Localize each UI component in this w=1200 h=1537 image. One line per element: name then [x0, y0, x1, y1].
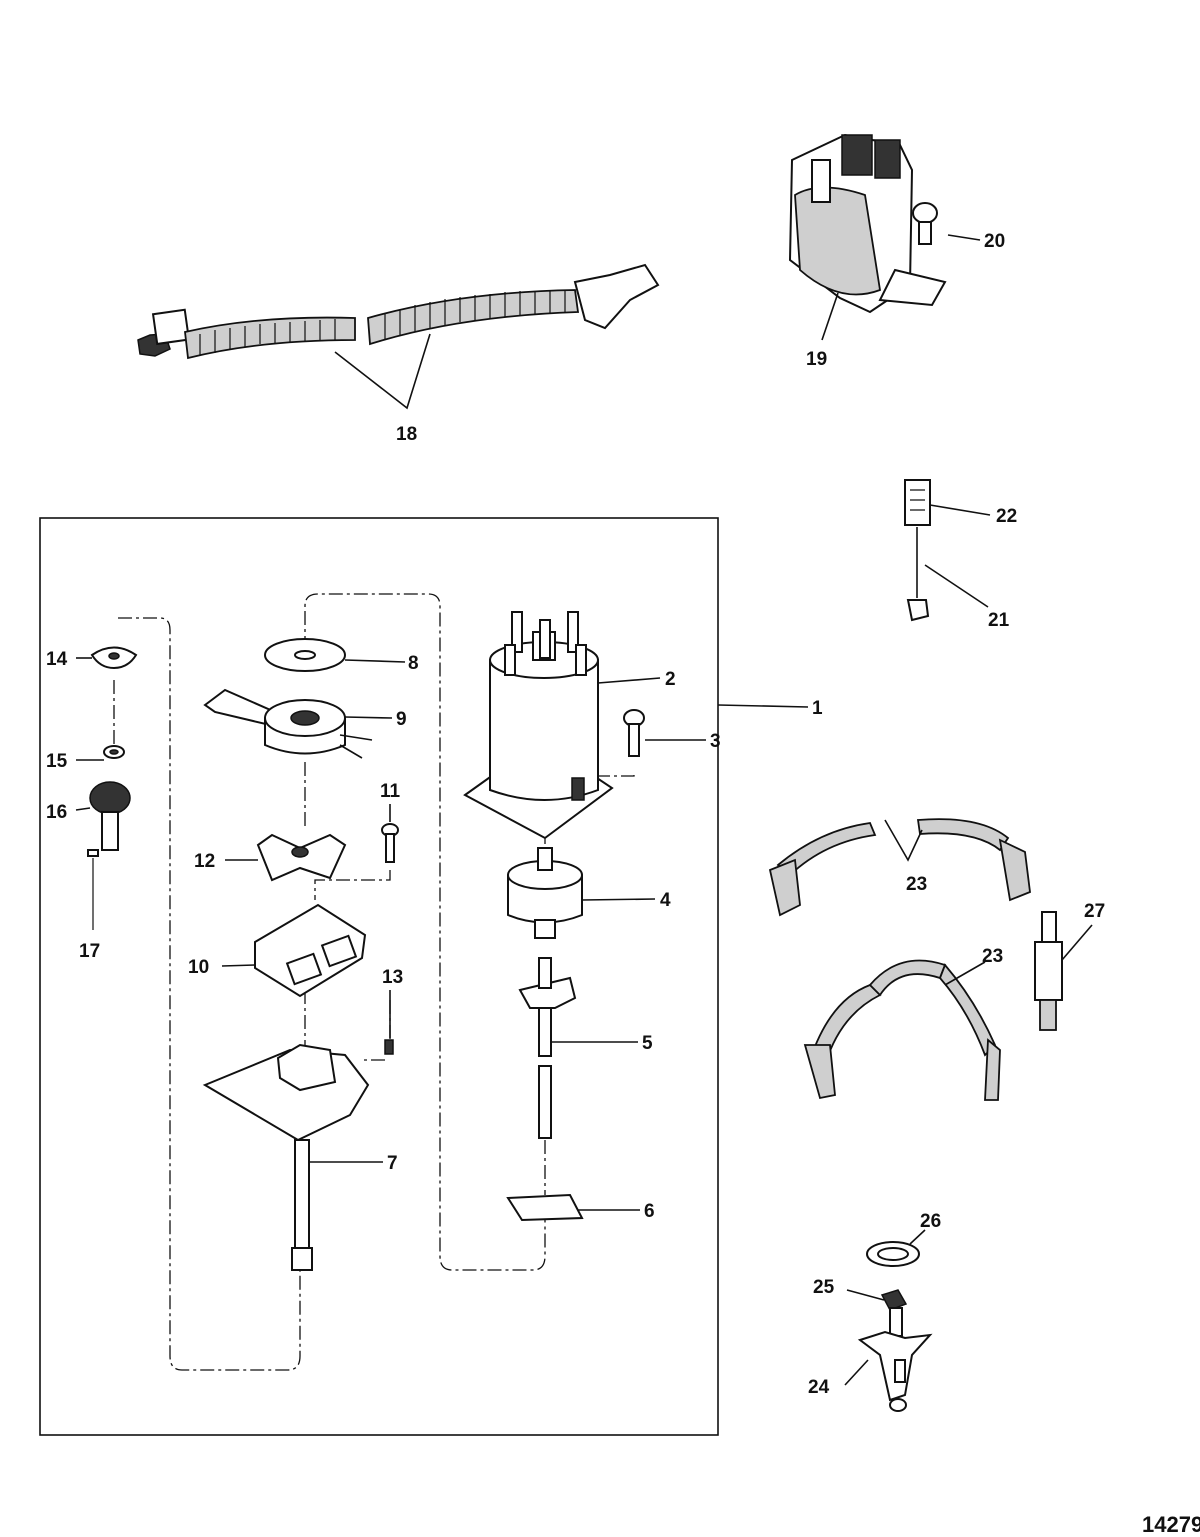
drive-gear-icon [89, 781, 131, 851]
hold-down-clamp-icon [857, 1330, 933, 1412]
dashed-chain-middle [304, 593, 546, 1271]
callout-13: 13 [382, 967, 403, 988]
callout-15: 15 [46, 751, 68, 772]
callout-19: 19 [806, 349, 827, 370]
callout-6: 6 [644, 1201, 655, 1222]
leader-24 [844, 1359, 869, 1386]
leader-23b [944, 961, 986, 986]
bolt-icon [880, 1289, 908, 1337]
ignition-module-icon [254, 903, 367, 998]
rotor-icon [507, 847, 583, 939]
callout-17: 17 [79, 941, 100, 962]
figure-number: 14279 [1142, 1512, 1200, 1537]
callout-27: 27 [1084, 901, 1105, 922]
leader-20 [947, 234, 981, 241]
callout-4: 4 [660, 890, 671, 911]
leader-16 [75, 807, 91, 811]
callout-11: 11 [380, 781, 401, 802]
ignition-coil-icon [788, 133, 947, 314]
leader-1 [717, 704, 809, 708]
leader-19 [821, 292, 839, 341]
axis-screw11 [314, 870, 391, 900]
leader-22 [929, 504, 991, 516]
assembly-1-box [39, 517, 719, 1436]
screw-icon [381, 823, 399, 863]
callout-20: 20 [984, 231, 1005, 252]
connector-icon [904, 479, 931, 526]
leader-8 [344, 659, 406, 663]
callout-8: 8 [408, 653, 419, 674]
callout-22: 22 [996, 506, 1017, 527]
callout-16: 16 [46, 802, 67, 823]
wiring-harness-icon [137, 263, 660, 360]
callout-3: 3 [710, 731, 721, 752]
callout-10: 10 [188, 957, 209, 978]
distributor-cap-icon [463, 611, 614, 840]
callout-2: 2 [665, 669, 676, 690]
leader-2 [597, 677, 661, 684]
leader-26 [909, 1229, 926, 1245]
spark-plug-icon [1034, 911, 1063, 1031]
callout-1: 1 [812, 698, 823, 719]
bolt-icon [912, 202, 938, 245]
leader-23a [884, 819, 923, 862]
washer-icon [264, 638, 346, 672]
screw-icon [623, 709, 645, 757]
callout-9: 9 [396, 709, 407, 730]
pickup-coil-icon [203, 688, 373, 759]
leader-18 [334, 333, 431, 410]
housing-icon [202, 1043, 370, 1271]
spark-plug-lead-icon [768, 818, 1031, 1101]
callout-23a: 23 [906, 874, 927, 895]
callout-24: 24 [808, 1377, 830, 1398]
retainer-icon [90, 646, 138, 670]
leader-21 [924, 564, 989, 608]
callout-21: 21 [988, 610, 1010, 631]
leader-4 [581, 898, 656, 901]
washer-icon [866, 1241, 920, 1267]
roll-pin-icon [87, 849, 99, 857]
shaft-icon [518, 957, 577, 1139]
callout-5: 5 [642, 1033, 653, 1054]
callout-25: 25 [813, 1277, 835, 1298]
bracket-icon [256, 833, 347, 882]
callout-18: 18 [396, 424, 417, 445]
washer-icon [103, 745, 125, 759]
leader-10 [221, 964, 256, 967]
callout-12: 12 [194, 851, 215, 872]
callout-7: 7 [387, 1153, 398, 1174]
leader-25 [846, 1289, 885, 1301]
callout-14: 14 [46, 649, 68, 670]
ground-wire-icon [906, 527, 930, 622]
callout-23b: 23 [982, 946, 1003, 967]
axis-screw3 [586, 775, 635, 777]
gasket-icon [506, 1193, 584, 1222]
leader-27 [1061, 924, 1093, 961]
pin-icon [384, 1039, 394, 1055]
leader-9 [344, 716, 393, 719]
callout-26: 26 [920, 1211, 941, 1232]
